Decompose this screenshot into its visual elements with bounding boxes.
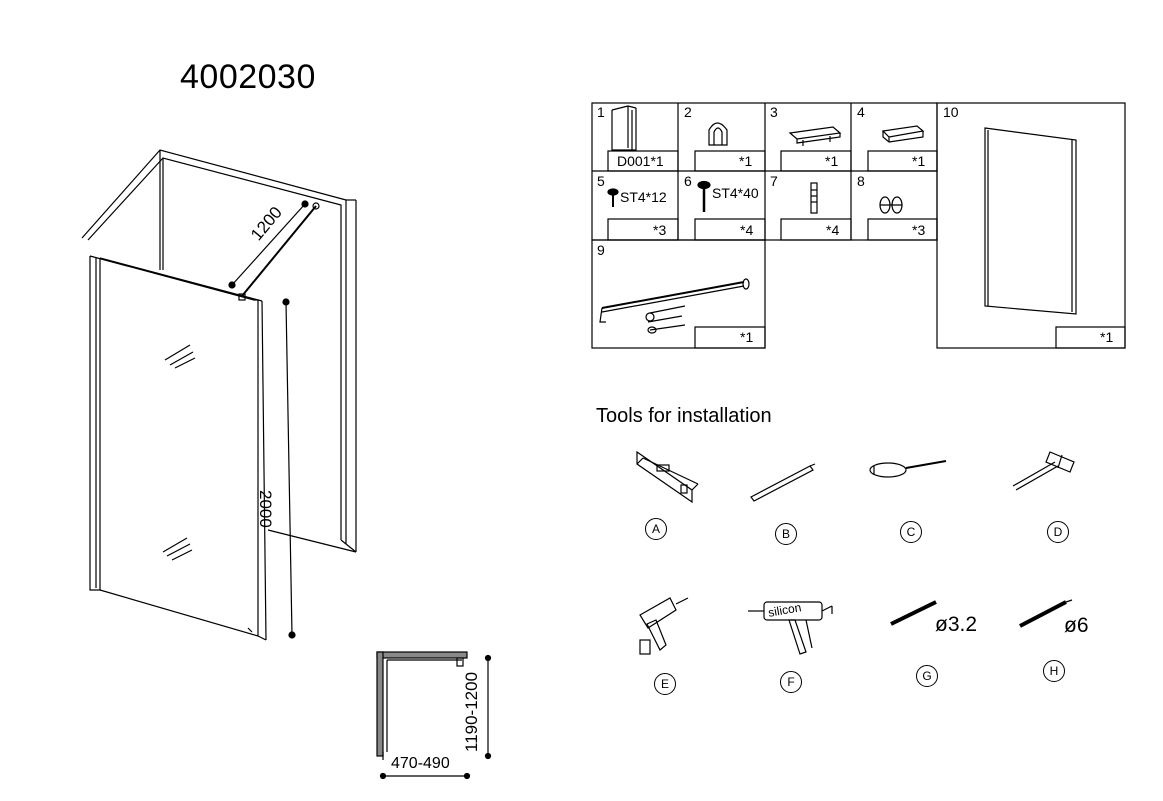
part-10-qty: *1 [1100,329,1114,345]
part-6-number: 6 [684,173,692,189]
drill-bit-g-size: ø3.2 [935,613,978,636]
tool-c-label: C [900,521,922,543]
tool-e-label: E [654,673,676,695]
part-9-support-bar-icon [599,278,750,334]
part-1-qty: D001*1 [617,153,664,169]
part-3-number: 3 [770,104,778,120]
part-2-qty: *1 [739,153,753,169]
part-7-qty: *4 [826,222,840,238]
tool-g-label: G [916,665,938,687]
part-3-bracket-icon [788,126,842,146]
silicone-gun-icon [748,601,833,655]
part-5-label: ST4*12 [620,189,667,205]
part-3-qty: *1 [825,153,839,169]
part-10-number: 10 [943,104,959,120]
hammer-icon [1012,451,1075,491]
spirit-level-icon [636,450,699,504]
part-6-qty: *4 [740,222,754,238]
part-5-number: 5 [597,173,605,189]
part-1-number: 1 [597,104,605,120]
tools-title: Tools for installation [596,405,772,427]
drill-icon [639,597,689,655]
height-dimension-line [282,298,296,639]
top-view-plan [376,651,492,780]
part-5-screw-icon [607,188,619,207]
part-8-number: 8 [857,173,865,189]
part-4-qty: *1 [912,153,926,169]
tool-b-label: B [775,523,797,545]
tool-h-label: H [1043,660,1065,682]
drill-bit-h-size: ø6 [1064,614,1089,637]
pencil-icon [750,463,816,502]
model-number: 4002030 [180,58,316,96]
width-dimension-label: 470-490 [391,755,450,772]
tool-d-label: D [1047,521,1069,543]
part-4-cover-icon [881,125,925,143]
rod-dimension-line [228,200,309,289]
tool-a-label: A [645,518,667,540]
part-2-number: 2 [684,104,692,120]
drill-bit-small-icon [890,600,937,626]
shower-enclosure-drawing [81,149,357,641]
part-7-anchor-icon [810,182,818,214]
parts-grid [591,102,1126,349]
drill-bit-large-icon [1019,599,1073,628]
part-10-glass-panel-icon [984,127,1077,315]
part-2-cap-icon [708,122,728,146]
part-6-screw-icon [697,180,711,212]
part-9-number: 9 [597,242,605,258]
height-dimension-label: 2000 [256,490,275,528]
tool-f-label: F [780,671,802,693]
part-9-qty: *1 [740,329,754,345]
screwdriver-icon [869,460,947,478]
depth-dimension-label: 1190-1200 [462,671,481,752]
part-7-number: 7 [770,173,778,189]
part-4-number: 4 [857,104,865,120]
part-8-washer-icon [879,196,903,214]
part-1-profile-icon [611,105,637,151]
part-6-label: ST4*40 [712,185,759,201]
part-8-qty: *3 [912,222,926,238]
part-5-qty: *3 [653,222,667,238]
